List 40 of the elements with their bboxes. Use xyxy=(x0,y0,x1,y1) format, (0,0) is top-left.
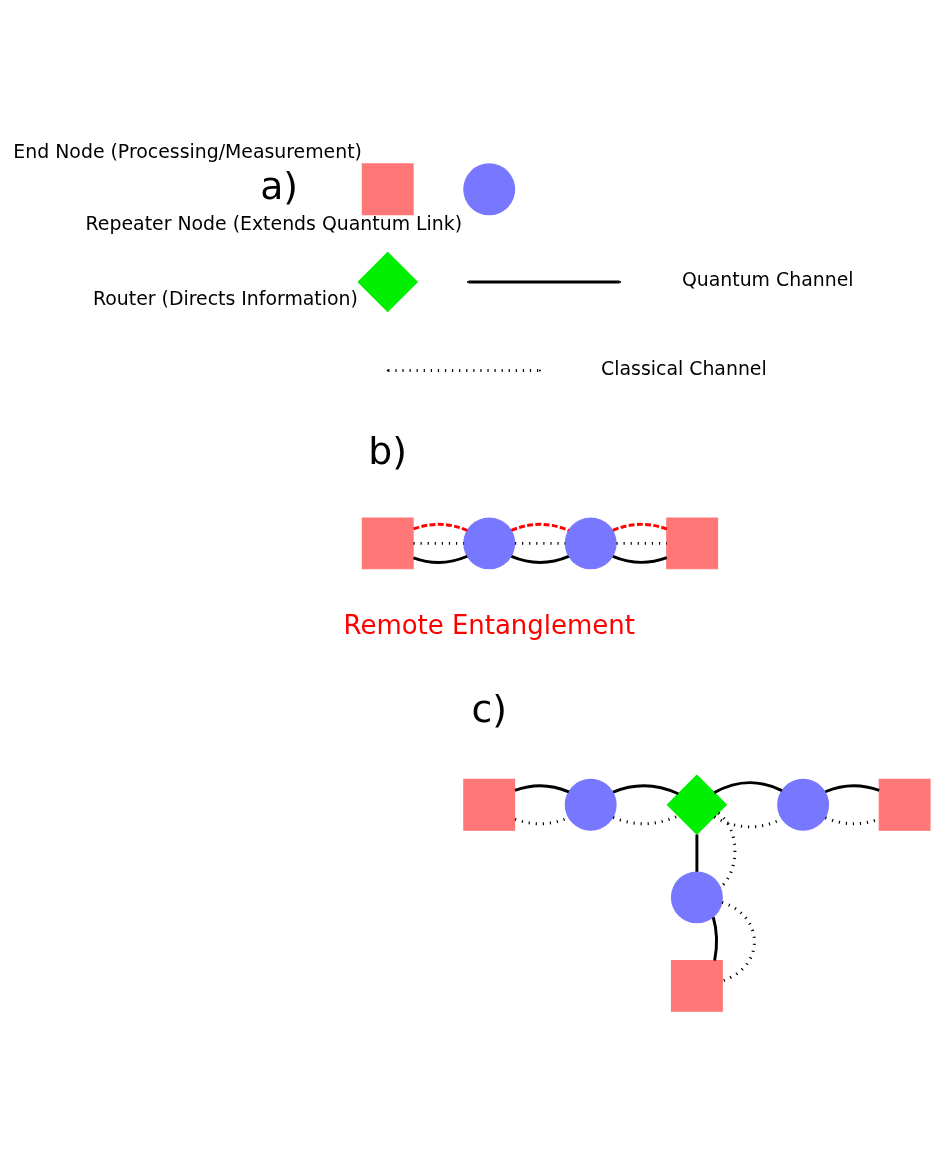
node-label: Repeater Node (Extends Quantum Link) xyxy=(85,211,463,234)
node-box xyxy=(670,959,723,1012)
connector xyxy=(510,554,570,564)
node-box xyxy=(361,163,414,216)
node-label: Router (Directs Information) xyxy=(93,287,358,310)
connector xyxy=(721,900,756,983)
connector xyxy=(717,811,737,889)
connector xyxy=(510,522,570,532)
connector xyxy=(612,522,668,532)
connector xyxy=(824,784,880,794)
node-box xyxy=(878,778,931,831)
connector xyxy=(612,555,668,564)
node-circle xyxy=(564,778,617,831)
connector xyxy=(711,916,718,961)
connector xyxy=(413,554,468,564)
label: c) xyxy=(471,686,507,731)
node-circle xyxy=(463,163,516,216)
node-box xyxy=(666,517,719,570)
node-circle xyxy=(564,517,617,570)
legend-label: Classical Channel xyxy=(601,356,767,379)
node-circle xyxy=(777,778,830,831)
legend-label: Quantum Channel xyxy=(681,268,854,291)
node-circle xyxy=(463,517,516,570)
label: Remote Entanglement xyxy=(343,610,635,641)
node-circle xyxy=(670,871,723,924)
connector xyxy=(413,522,468,532)
connector xyxy=(616,541,667,545)
node-diamond xyxy=(357,251,419,313)
connector xyxy=(413,541,464,545)
connector xyxy=(514,784,570,794)
connector xyxy=(695,834,699,872)
node-box xyxy=(361,517,414,570)
label: a) xyxy=(260,163,299,208)
label: b) xyxy=(368,429,408,474)
node-diamond xyxy=(666,774,728,836)
connector xyxy=(713,781,783,794)
node-box xyxy=(463,778,516,831)
connector xyxy=(612,784,679,796)
connector xyxy=(612,814,679,826)
node-label: End Node (Processing/Measurement) xyxy=(13,139,362,162)
